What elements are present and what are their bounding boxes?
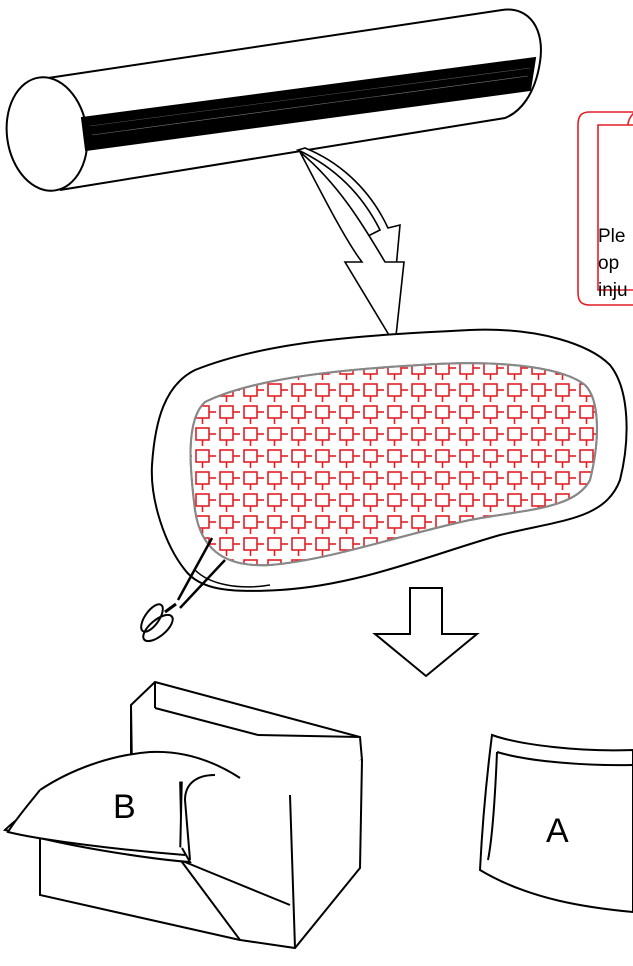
label-a: A [546, 812, 569, 850]
warning-text-line-3: inju [598, 280, 628, 301]
vacuum-bag [150, 328, 628, 592]
label-b: B [113, 788, 136, 826]
foam-roll [5, 8, 542, 192]
cushion-piece [478, 733, 633, 914]
curved-arrow [295, 147, 405, 348]
warning-text-line-1: Ple [598, 226, 626, 247]
armchair-piece [3, 680, 364, 950]
scissors-icon [140, 537, 226, 643]
down-arrow-icon [372, 587, 480, 678]
warning-note [577, 111, 633, 306]
warning-text-line-2: op [598, 253, 620, 274]
